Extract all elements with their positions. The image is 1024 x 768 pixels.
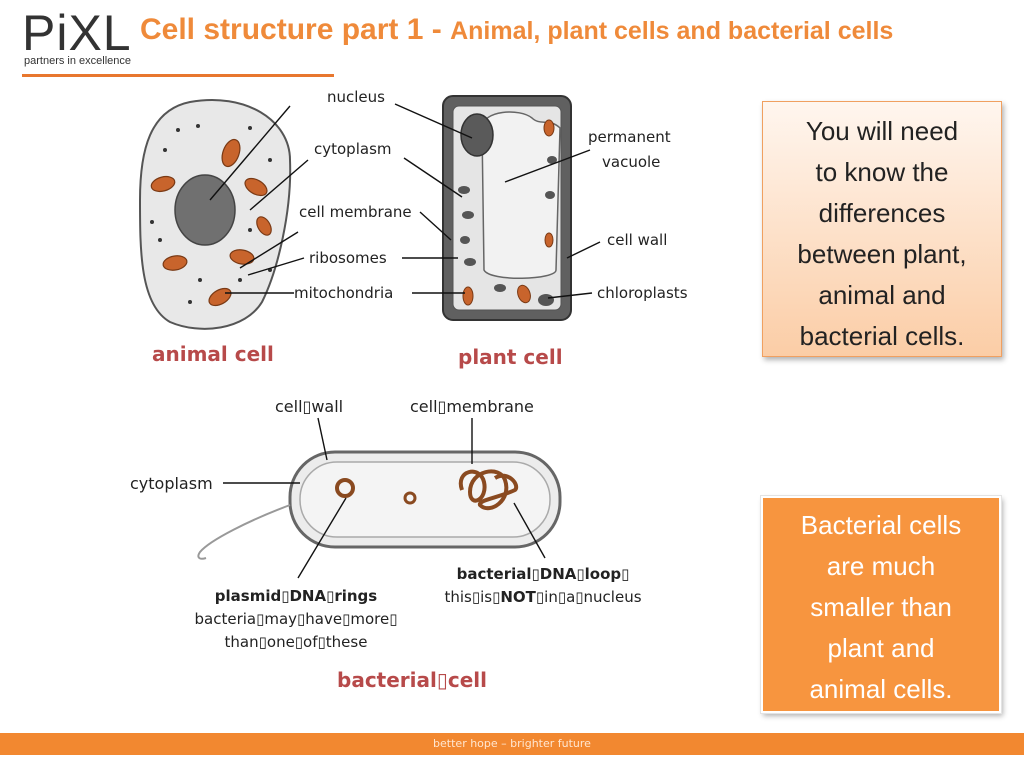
plasmid-title: plasmid▯DNA▯rings [214,587,378,605]
label-bacteria-cell-membrane: cell▯membrane [410,397,534,416]
dna-loop-title: bacterial▯DNA▯loop▯ [456,565,630,583]
caption-animal-cell: animal cell [152,342,274,366]
plasmid-line-3: than▯one▯of▯these [224,633,368,651]
label-chloroplasts: chloroplasts [597,284,688,302]
label-cytoplasm: cytoplasm [314,140,392,158]
label-mitochondria: mitochondria [294,284,394,302]
label-bacteria-cell-wall: cell▯wall [275,397,344,416]
logo-tagline: partners in excellence [24,55,132,67]
label-permanent: permanent [588,128,671,146]
dna-loop-note: this▯is▯NOT▯in▯a▯nucleus [444,588,642,606]
title-main: Cell structure part 1 - [140,13,451,46]
caption-bacterial-cell: bacterial▯cell [337,668,487,692]
plasmid-line-2: bacteria▯may▯have▯more▯ [194,610,398,628]
info-box-bacteria-size: Bacterial cells are much smaller than pl… [760,495,1002,714]
label-bacteria-cytoplasm: cytoplasm [130,474,213,493]
footer-slogan: better hope – brighter future [433,737,591,750]
caption-plant-cell: plant cell [458,345,563,369]
title-sub: Animal, plant cells and bacterial cells [450,17,894,45]
bacterial-cell-diagram [197,450,562,560]
label-ribosomes: ribosomes [309,249,387,267]
label-nucleus: nucleus [327,88,385,106]
label-cell-membrane: cell membrane [299,203,412,221]
plasmid-annotation: plasmid▯DNA▯rings bacteria▯may▯have▯more… [186,585,406,654]
page-title: Cell structure part 1 - Animal, plant ce… [140,15,893,45]
plant-cell-diagram [442,95,572,321]
dna-loop-annotation: bacterial▯DNA▯loop▯ this▯is▯NOT▯in▯a▯nuc… [442,563,644,609]
header-divider [22,74,334,77]
animal-cell-diagram [138,98,292,330]
label-vacuole: vacuole [602,153,661,171]
info-box-differences: You will need to know the differences be… [762,101,1002,357]
pixl-logo: PiXL [22,5,132,61]
footer-bar [0,733,1024,755]
label-cell-wall: cell wall [607,231,668,249]
